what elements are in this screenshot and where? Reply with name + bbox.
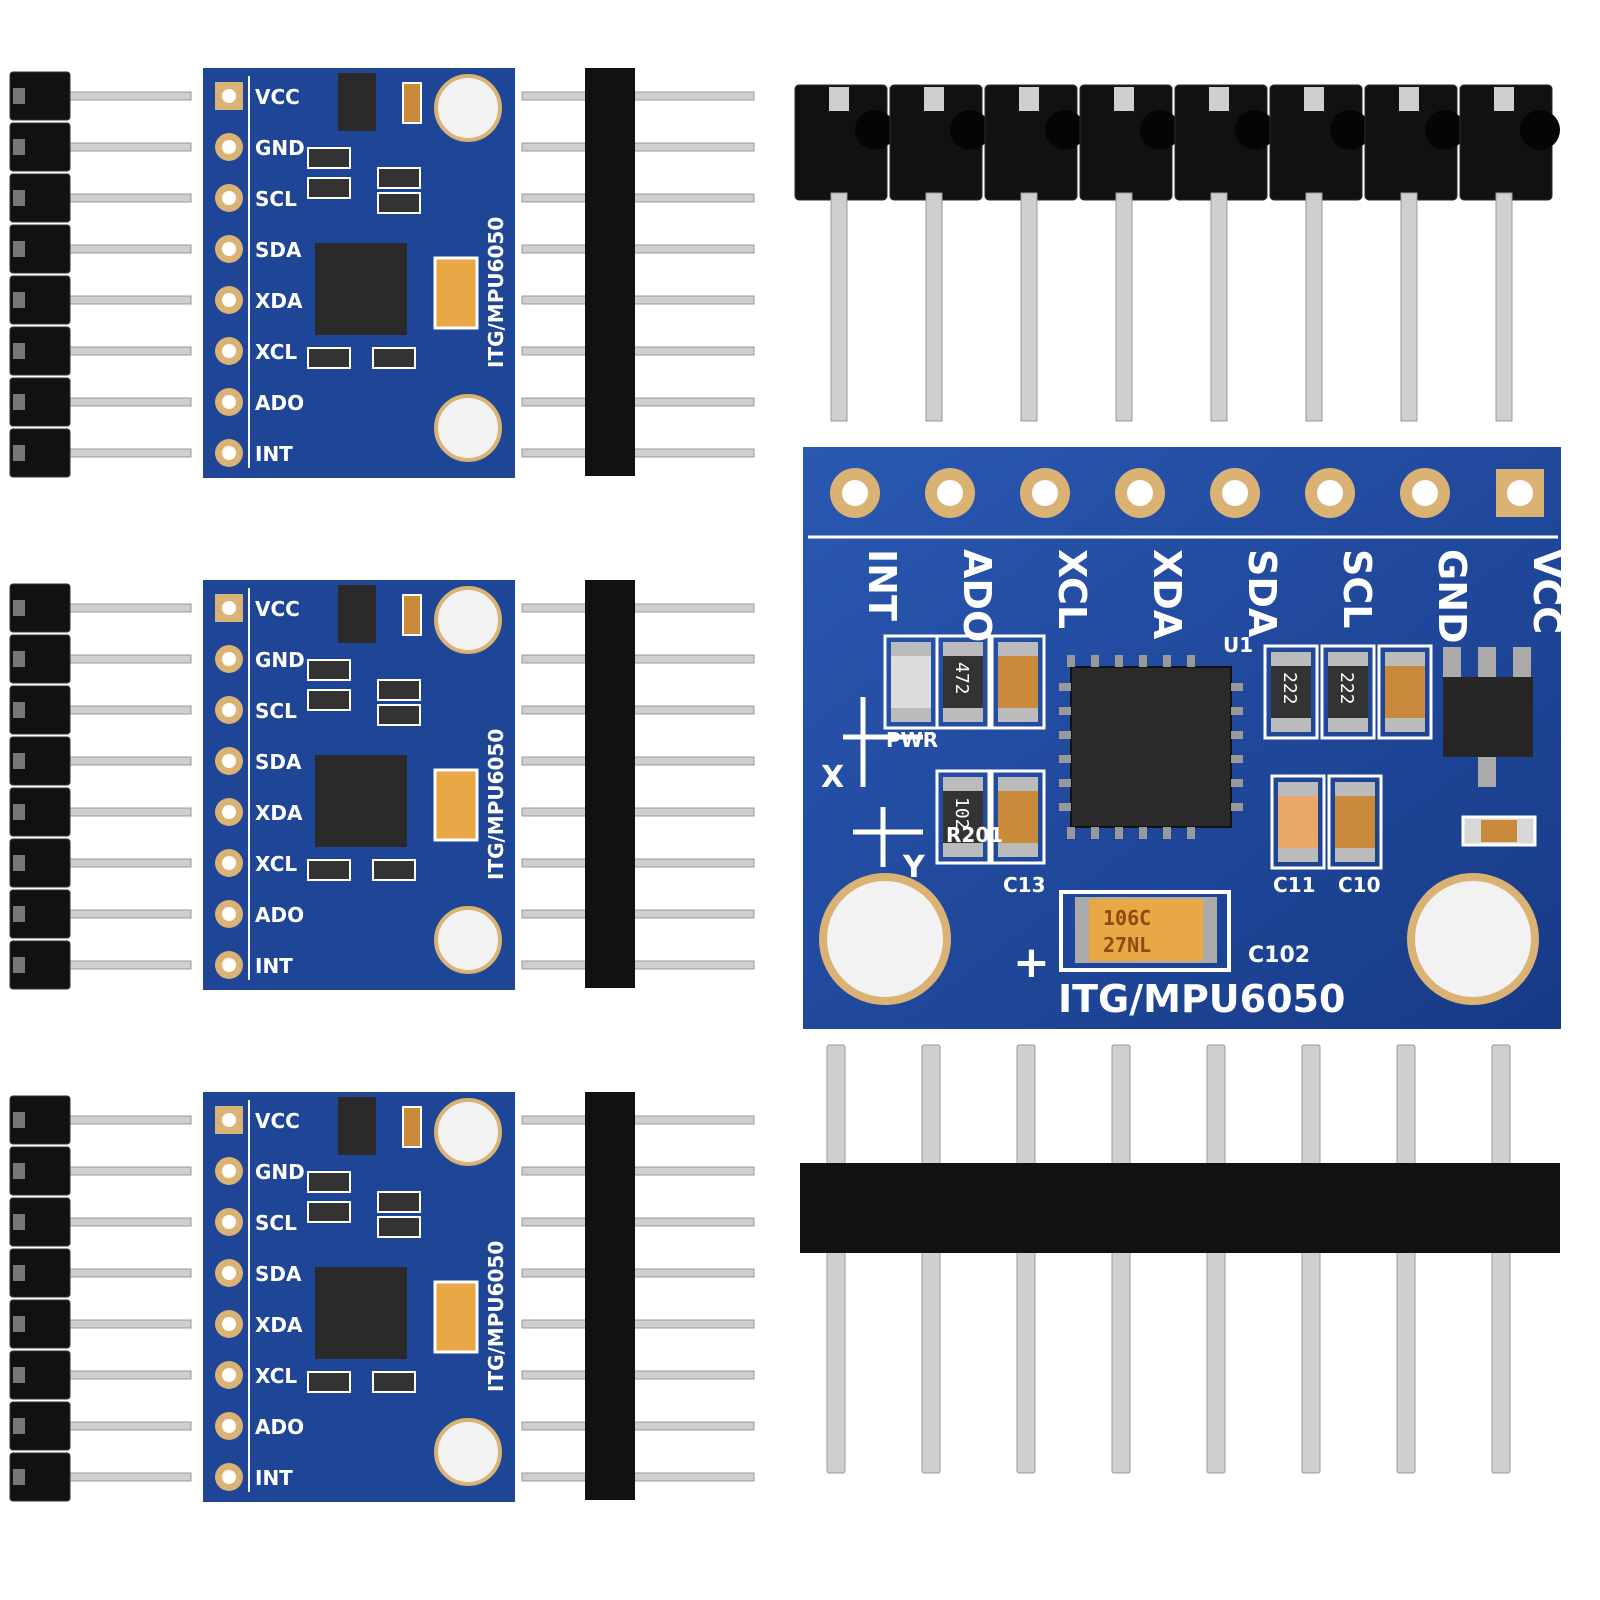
pin-label: SCL bbox=[255, 187, 297, 211]
svg-text:C10: C10 bbox=[1338, 873, 1381, 897]
pin-label: GND bbox=[255, 1160, 305, 1184]
large-pcb-svg: INT ADO XCL XDA SDA SCL GND VCC 472 102 222 222 10… bbox=[803, 447, 1569, 1029]
pin-label-large: VCC bbox=[1525, 549, 1561, 634]
svg-text:Y: Y bbox=[902, 850, 926, 885]
svg-text:C102: C102 bbox=[1248, 943, 1310, 968]
right-pin-header bbox=[520, 1092, 760, 1502]
svg-text:ITG/MPU6050: ITG/MPU6050 bbox=[484, 729, 508, 880]
svg-text:ITG/MPU6050: ITG/MPU6050 bbox=[484, 217, 508, 368]
pin-label: SCL bbox=[255, 1211, 297, 1235]
voltage-regulator bbox=[1443, 677, 1533, 757]
pin-label: XDA bbox=[255, 1313, 303, 1337]
mounting-hole-icon bbox=[819, 873, 951, 1005]
svg-text:+: + bbox=[1013, 937, 1050, 988]
svg-text:X: X bbox=[821, 760, 844, 795]
svg-text:222: 222 bbox=[1279, 672, 1300, 705]
left-pin-header bbox=[5, 68, 195, 478]
pin-label-large: GND bbox=[1430, 549, 1474, 644]
pin-label-large: SCL bbox=[1335, 549, 1379, 628]
pin-label: SDA bbox=[255, 238, 302, 262]
svg-text:222: 222 bbox=[1336, 672, 1357, 705]
right-angle-header-svg bbox=[794, 84, 1560, 422]
pin-label-large: INT bbox=[860, 549, 904, 621]
svg-text:102: 102 bbox=[951, 797, 972, 830]
svg-text:C13: C13 bbox=[1003, 873, 1046, 897]
pin-label: ADO bbox=[255, 903, 304, 927]
pin-label: ADO bbox=[255, 1415, 304, 1439]
large-pcb-module: INT ADO XCL XDA SDA SCL GND VCC 472 102 222 222 10… bbox=[803, 447, 1569, 1029]
mounting-hole-icon bbox=[1407, 873, 1539, 1005]
pin-label: XCL bbox=[255, 340, 297, 364]
pin-label-large: ADO bbox=[955, 549, 999, 642]
pin-label: ADO bbox=[255, 391, 304, 415]
svg-text:U1: U1 bbox=[1223, 633, 1253, 657]
pin-label: VCC bbox=[255, 1109, 300, 1133]
pin-label: XDA bbox=[255, 289, 303, 313]
svg-text:C11: C11 bbox=[1273, 873, 1316, 897]
pin-label: XCL bbox=[255, 1364, 297, 1388]
pin-label: INT bbox=[255, 442, 293, 466]
svg-text:ITG/MPU6050: ITG/MPU6050 bbox=[484, 1241, 508, 1392]
pin-label: XDA bbox=[255, 801, 303, 825]
pin-label: INT bbox=[255, 954, 293, 978]
small-pcb-module: VCC GND SCL SDA XDA XCL ADO INT ITG/MPU6050 bbox=[203, 1092, 515, 1502]
svg-text:ITG/MPU6050: ITG/MPU6050 bbox=[1058, 977, 1345, 1021]
pin-label-large: XCL bbox=[1050, 549, 1094, 629]
mpu-chip bbox=[1070, 666, 1232, 828]
small-pcb-module: VCC GND SCL SDA XDA XCL ADO INT ITG/MPU6050 bbox=[203, 68, 515, 478]
svg-text:27NL: 27NL bbox=[1103, 933, 1151, 957]
straight-header-bottom bbox=[795, 1040, 1565, 1480]
pin-label-large: XDA bbox=[1145, 549, 1189, 640]
pin-label: SCL bbox=[255, 699, 297, 723]
svg-text:472: 472 bbox=[951, 662, 972, 695]
pin-label: GND bbox=[255, 136, 305, 160]
pin-label: XCL bbox=[255, 852, 297, 876]
left-pin-header bbox=[5, 580, 195, 990]
pin-label: SDA bbox=[255, 750, 302, 774]
left-pin-header bbox=[5, 1092, 195, 1502]
right-pin-header bbox=[520, 580, 760, 990]
pin-label-large: SDA bbox=[1240, 549, 1284, 638]
pin-label: VCC bbox=[255, 597, 300, 621]
pin-label: GND bbox=[255, 648, 305, 672]
pin-label: INT bbox=[255, 1466, 293, 1490]
right-pin-header bbox=[520, 68, 760, 478]
axis-icon bbox=[843, 697, 923, 867]
straight-header-svg bbox=[800, 1044, 1560, 1474]
svg-text:PWR: PWR bbox=[886, 728, 938, 752]
pin-label: SDA bbox=[255, 1262, 302, 1286]
pin-label: VCC bbox=[255, 85, 300, 109]
svg-text:R201: R201 bbox=[946, 823, 1003, 847]
svg-text:106C: 106C bbox=[1103, 906, 1151, 930]
right-angle-header-top bbox=[790, 75, 1560, 435]
small-pcb-module: VCC GND SCL SDA XDA XCL ADO INT ITG/MPU6050 bbox=[203, 580, 515, 990]
